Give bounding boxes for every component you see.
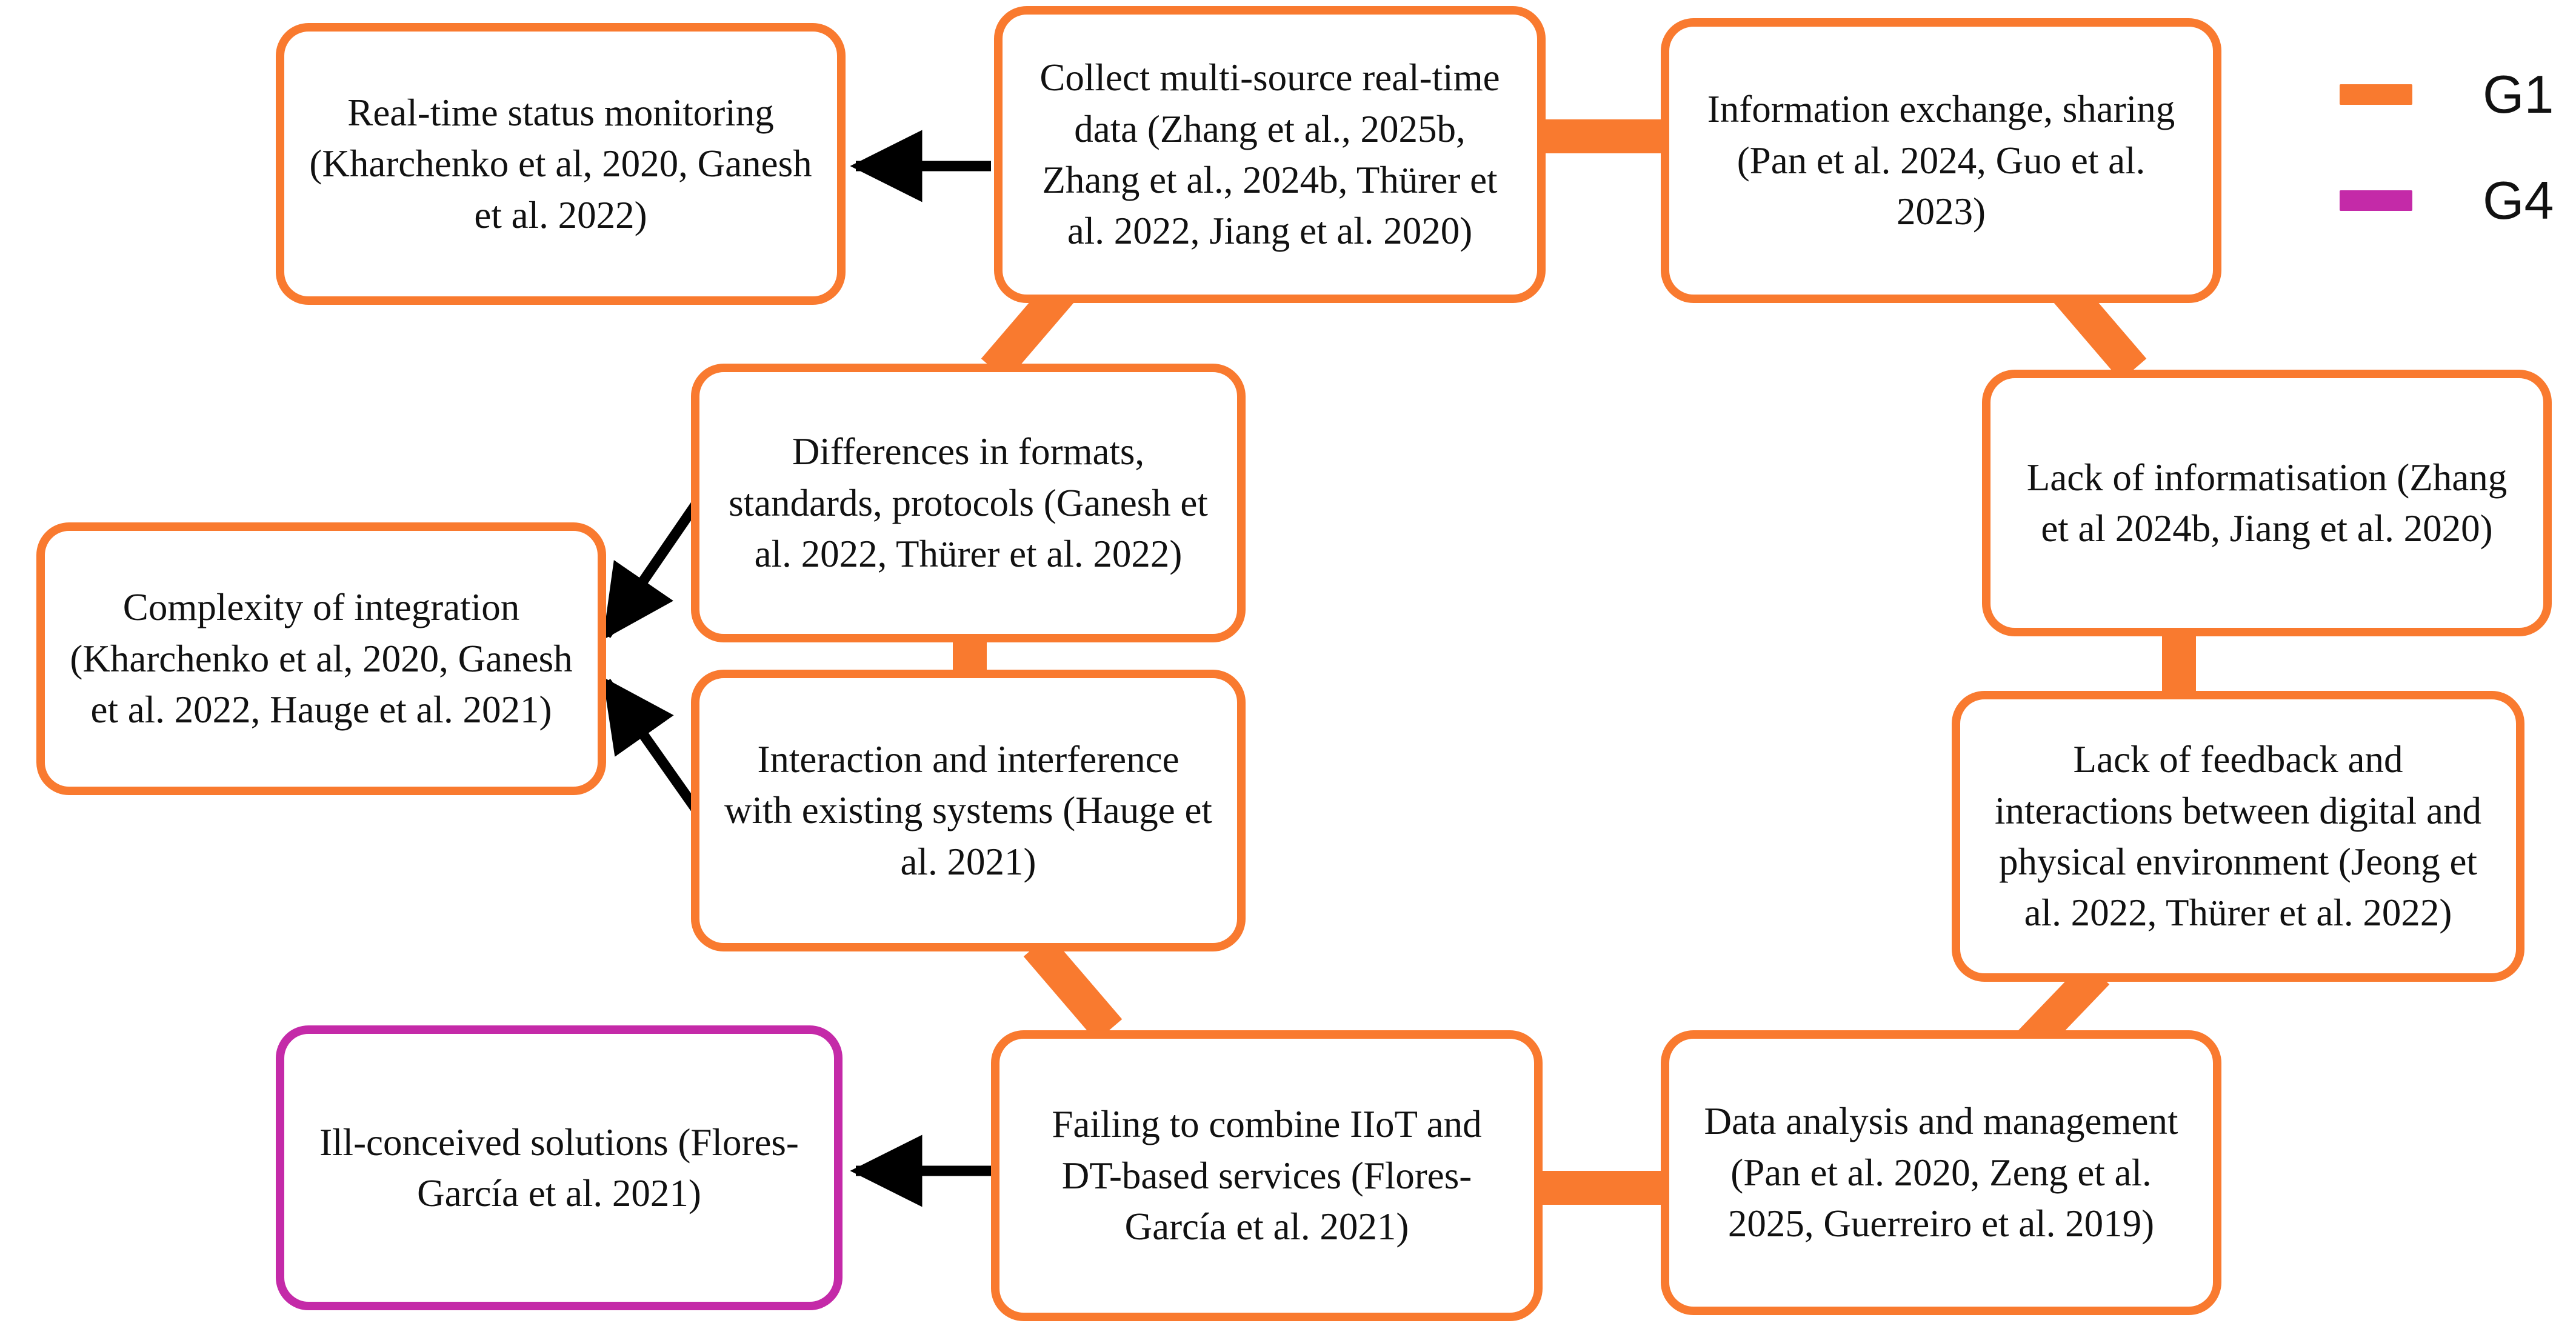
node-label: Differences in formats, standards, proto…: [729, 430, 1208, 576]
arrow-differences-to-complexity: [601, 495, 705, 640]
node-complexity-of-integration[interactable]: Complexity of integration (Kharchenko et…: [36, 522, 606, 795]
edge-interaction-to-failing: [1023, 934, 1123, 1042]
node-collect-multi-source-real-time-data[interactable]: Collect multi-source real-time data (Zha…: [994, 6, 1546, 303]
node-label: Lack of feedback and interactions betwee…: [1995, 738, 2481, 935]
node-lack-of-informatisation[interactable]: Lack of informatisation (Zhang et al 202…: [1982, 370, 2552, 636]
node-label: Real-time status monitoring (Kharchenko …: [309, 91, 812, 236]
node-data-analysis-and-management[interactable]: Data analysis and management (Pan et al.…: [1661, 1030, 2221, 1315]
legend-item-g4: G4: [2340, 174, 2554, 227]
legend-swatch-g1: [2340, 84, 2412, 105]
node-differences-in-formats-standards-protocols[interactable]: Differences in formats, standards, proto…: [691, 364, 1246, 642]
node-label: Information exchange, sharing (Pan et al…: [1707, 88, 2175, 233]
legend-label-g1: G1: [2483, 64, 2554, 124]
node-ill-conceived-solutions[interactable]: Ill-conceived solutions (Flores-García e…: [276, 1025, 843, 1310]
node-information-exchange-sharing[interactable]: Information exchange, sharing (Pan et al…: [1661, 18, 2221, 303]
node-failing-to-combine-iiot-and-dt-based-services[interactable]: Failing to combine IIoT and DT-based ser…: [991, 1030, 1543, 1321]
node-label: Lack of informatisation (Zhang et al 202…: [2026, 456, 2508, 550]
node-real-time-status-monitoring[interactable]: Real-time status monitoring (Kharchenko …: [276, 23, 846, 305]
black-arrow-layer: [601, 130, 991, 1207]
arrow-interaction-to-complexity: [602, 677, 704, 818]
node-lack-of-feedback-and-interactions[interactable]: Lack of feedback and interactions betwee…: [1952, 691, 2524, 982]
legend-swatch-g4: [2340, 190, 2412, 211]
legend-item-g1: G1: [2340, 68, 2554, 121]
node-label: Collect multi-source real-time data (Zha…: [1039, 56, 1500, 253]
legend-label-g4: G4: [2483, 170, 2554, 230]
legend: G1 G4: [2340, 36, 2558, 227]
node-label: Interaction and interference with existi…: [724, 738, 1212, 883]
node-label: Data analysis and management (Pan et al.…: [1704, 1100, 2178, 1245]
node-interaction-and-interference-with-existing-systems[interactable]: Interaction and interference with existi…: [691, 670, 1246, 951]
node-label: Ill-conceived solutions (Flores-García e…: [319, 1121, 799, 1214]
node-label: Complexity of integration (Kharchenko et…: [70, 586, 573, 731]
node-label: Failing to combine IIoT and DT-based ser…: [1052, 1103, 1482, 1248]
